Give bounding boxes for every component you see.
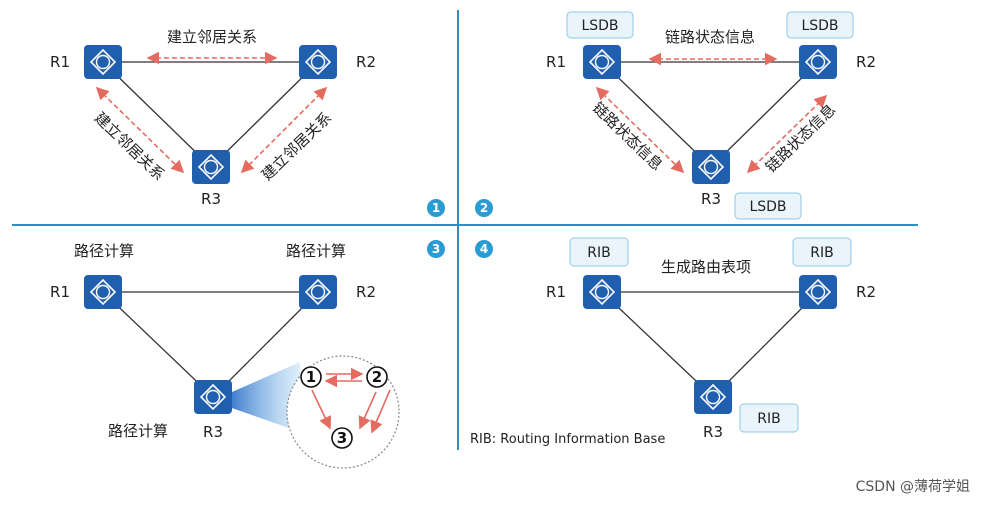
arrow-r1-r3 (95, 86, 185, 174)
router-r3-label: R3 (201, 190, 221, 208)
router-r3-label: R3 (203, 423, 223, 441)
router-r1-label: R1 (50, 53, 70, 71)
label-path-calc-r2: 路径计算 (286, 242, 346, 260)
arrow-r1-r3 (595, 86, 685, 174)
spf-beam (232, 362, 300, 432)
step-badge-3: 3 (427, 240, 445, 258)
router-r3-label: R3 (701, 190, 721, 208)
label-link-state-right: 链路状态信息 (762, 101, 839, 176)
panel-2-lsdb: 链路状态信息 链路状态信息 链路状态信息 LSDB LSDB LSDB R1 R… (546, 11, 876, 220)
router-r2-label: R2 (856, 53, 876, 71)
router-r2-icon (298, 44, 338, 80)
router-r1-icon (582, 44, 622, 80)
step-badge-4: 4 (475, 240, 493, 258)
rib-box-r2: RIB (792, 237, 852, 267)
arrow-r2-r3 (746, 94, 828, 174)
lsdb-box-r1: LSDB (566, 11, 634, 39)
router-r3-label: R3 (703, 423, 723, 441)
spf-step-2: 2 (372, 368, 382, 386)
router-r3-icon (191, 149, 231, 185)
router-r2-label: R2 (356, 283, 376, 301)
router-r1-label: R1 (546, 283, 566, 301)
router-r1-label: R1 (546, 53, 566, 71)
router-r3-icon (691, 149, 731, 185)
router-r2-label: R2 (856, 283, 876, 301)
panel-4-rib: 生成路由表项 RIB RIB RIB R1 R2 R3 RIB: Routing… (470, 237, 876, 447)
router-r1-icon (83, 274, 123, 310)
lsdb-box-r2: LSDB (786, 11, 854, 39)
panel-1-neighbor: 建立邻居关系 建立邻居关系 建立邻居关系 R1 R2 R3 (50, 28, 376, 208)
label-path-calc-r1: 路径计算 (74, 242, 134, 260)
router-r1-label: R1 (50, 283, 70, 301)
svg-text:LSDB: LSDB (581, 18, 618, 34)
label-neighbor-top: 建立邻居关系 (167, 28, 257, 46)
svg-text:LSDB: LSDB (749, 199, 786, 215)
arrow-r2-r3 (240, 86, 328, 174)
svg-text:2: 2 (480, 201, 488, 215)
step-badge-1: 1 (427, 199, 445, 217)
svg-text:RIB: RIB (757, 411, 780, 427)
router-r2-icon (798, 44, 838, 80)
router-r3-icon (193, 379, 233, 415)
lsdb-box-r3: LSDB (734, 192, 802, 220)
spf-calc-circle: 1 2 3 (286, 355, 400, 469)
spf-step-1: 1 (306, 368, 316, 386)
label-path-calc-r3: 路径计算 (108, 422, 168, 440)
step-badge-2: 2 (475, 199, 493, 217)
label-route-entry: 生成路由表项 (661, 258, 751, 276)
router-r1-icon (582, 274, 622, 310)
svg-text:RIB: RIB (587, 245, 610, 261)
svg-text:LSDB: LSDB (801, 18, 838, 34)
label-neighbor-right: 建立邻居关系 (258, 109, 335, 184)
label-link-state-left: 链路状态信息 (589, 99, 666, 174)
svg-text:4: 4 (480, 242, 488, 256)
router-r1-icon (83, 44, 123, 80)
panel-3-spf: 1 2 3 路径计算 路径计算 路径计算 R1 R2 R3 (50, 242, 400, 469)
router-r3-icon (693, 379, 733, 415)
rib-box-r1: RIB (569, 237, 629, 267)
svg-text:RIB: RIB (810, 245, 833, 261)
rib-box-r3: RIB (739, 403, 799, 433)
svg-text:1: 1 (432, 201, 440, 215)
router-r2-icon (298, 274, 338, 310)
svg-text:3: 3 (432, 242, 440, 256)
router-r2-label: R2 (356, 53, 376, 71)
label-link-state-top: 链路状态信息 (665, 28, 755, 46)
spf-step-3: 3 (337, 429, 347, 447)
rib-footnote: RIB: Routing Information Base (470, 432, 665, 447)
router-r2-icon (798, 274, 838, 310)
watermark: CSDN @薄荷学姐 (855, 479, 970, 495)
